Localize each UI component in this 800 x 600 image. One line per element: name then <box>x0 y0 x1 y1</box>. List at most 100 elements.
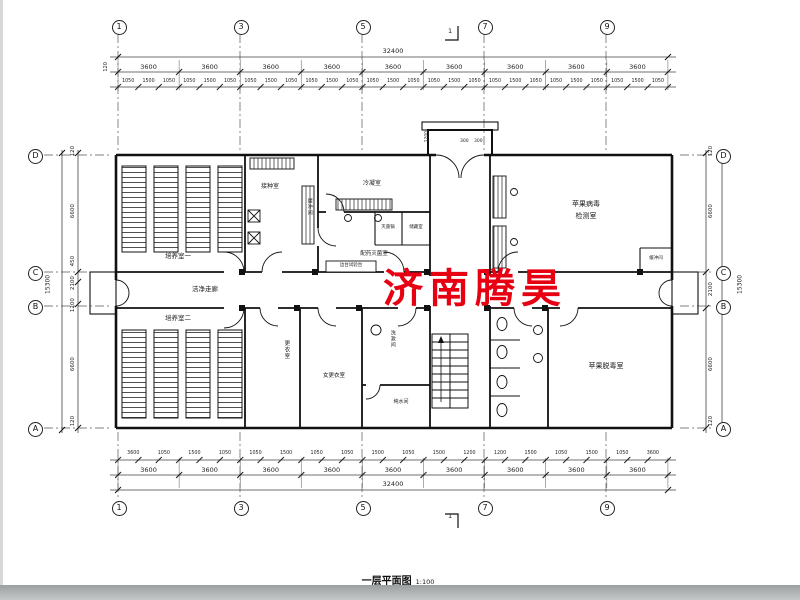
room-label-corridor: 洁净走廊 <box>192 285 218 293</box>
room-label-condensation: 冷凝室 <box>362 180 382 187</box>
axis-bubble-bottom-3: 3 <box>233 501 249 516</box>
room-label-inoculation: 接种室 <box>260 183 280 190</box>
toilet-fixtures <box>496 317 543 417</box>
dim-right-seg-6600a: 6600 <box>707 204 714 219</box>
room-label-storage: 储藏室 <box>409 225 423 230</box>
dimension-value: 1050 <box>157 451 170 456</box>
company-watermark: 济南腾昊 <box>383 266 567 312</box>
grid-axis-lines <box>44 34 714 500</box>
dim-top-edge: 120 <box>103 62 110 72</box>
dimension-value: 1050 <box>529 79 542 84</box>
dimension-value: 3600 <box>140 466 157 474</box>
dimension-value: 1050 <box>549 79 563 84</box>
axis-bubble-top-7: 7 <box>477 20 493 35</box>
dimension-value: 3600 <box>201 63 218 71</box>
dimension-value: 3600 <box>506 466 524 474</box>
dim-left-seg-1200: 1200 <box>69 298 76 313</box>
drawing-title: 一层平面图 <box>361 576 412 587</box>
dimension-value: 3600 <box>201 466 218 474</box>
dim-left-seg-2100: 2100 <box>69 276 76 291</box>
axis-bubble-top-3: 3 <box>233 20 249 35</box>
dimension-value: 3600 <box>629 63 646 71</box>
page-bottom-strip <box>0 585 800 600</box>
dimension-value: 1050 <box>468 79 481 84</box>
dimension-value: 1200 <box>493 451 507 456</box>
dimension-value: 1050 <box>122 79 135 84</box>
dimension-value: 1500 <box>203 79 216 84</box>
dimension-value: 1500 <box>279 451 293 456</box>
axis-bubble-top-1: 1 <box>111 20 127 35</box>
dimension-value: 1050 <box>366 79 379 84</box>
dimension-value: 1500 <box>386 79 400 84</box>
room-label-virus-line2: 检测室 <box>575 212 597 220</box>
dim-top-subdivisions: 1050 1500 1050 1050 1500 1050 1050 1500 1050 1050… <box>118 79 668 84</box>
room-label-buffer-left: 缓冲间 <box>306 198 313 216</box>
dim-right-seg-120a: 120 <box>707 145 714 157</box>
dimension-lines <box>58 53 726 494</box>
dimension-value: 1500 <box>142 79 155 84</box>
dim-right-overall: 15300 <box>736 274 744 294</box>
axis-bubble-bottom-9: 9 <box>599 501 615 516</box>
dimension-value: 3600 <box>127 451 140 456</box>
dim-bottom-overall: 32400 <box>382 480 404 488</box>
dimension-value: 1050 <box>555 451 568 456</box>
dim-left-seg-6600b: 6600 <box>69 357 76 372</box>
axis-bubble-right-b: B <box>716 299 731 315</box>
axis-bubble-left-a: A <box>28 421 43 437</box>
axis-bubble-bottom-1: 1 <box>111 501 127 516</box>
dimension-value: 3600 <box>646 451 659 456</box>
dimension-value: 1050 <box>427 79 440 84</box>
room-label-buffer-right: 缓冲间 <box>649 256 663 261</box>
room-label-culture1: 培养室一 <box>165 252 191 260</box>
walls-thin <box>89 121 699 397</box>
dimension-value: 1500 <box>585 451 598 456</box>
dimension-value: 1050 <box>341 451 354 456</box>
dimension-value: 1500 <box>188 451 201 456</box>
culture-racks <box>121 165 243 419</box>
section-marker-bottom: 1 <box>448 512 453 520</box>
dimension-value: 1500 <box>432 451 446 456</box>
axis-bubble-right-c: C <box>716 265 731 281</box>
dimension-value: 3600 <box>568 466 585 474</box>
dim-entrance-step-1: 300 <box>460 139 469 144</box>
label-bench-counter: 边台试验台 <box>339 263 363 268</box>
lab-benches <box>247 157 518 336</box>
dimension-value: 1500 <box>325 79 339 84</box>
dim-entrance-depth: 1200 <box>424 130 430 143</box>
dimension-value: 3600 <box>384 63 402 71</box>
room-label-washing: 洗漱间 <box>389 330 396 348</box>
axis-bubble-bottom-7: 7 <box>477 501 493 516</box>
dimension-value: 1050 <box>616 451 629 456</box>
dim-left-seg-120b: 120 <box>69 415 76 427</box>
dimension-value: 1500 <box>631 79 644 84</box>
dimension-value: 1500 <box>509 79 522 84</box>
dim-right-seg-120b: 120 <box>707 415 714 427</box>
dimension-value: 1050 <box>244 79 257 84</box>
room-label-virus-line1: 苹果病毒 <box>572 200 600 208</box>
dimension-value: 1050 <box>223 79 237 84</box>
room-label-pure-water: 纯水间 <box>393 399 409 405</box>
dimension-value: 3600 <box>629 466 646 474</box>
room-label-culture2: 培养室二 <box>165 314 191 322</box>
dim-left-seg-6600a: 6600 <box>69 204 76 219</box>
axis-bubble-left-b: B <box>28 299 43 315</box>
dimension-value: 1050 <box>611 79 624 84</box>
room-label-detox: 苹果脱毒室 <box>588 362 624 370</box>
dimension-value: 1050 <box>218 451 232 456</box>
dimension-value: 1050 <box>651 79 665 84</box>
dimension-value: 3600 <box>140 63 157 71</box>
column-markers <box>239 269 643 311</box>
drawing-scale: 1:100 <box>415 578 435 586</box>
staircase <box>431 333 469 409</box>
dimension-value: 1050 <box>407 79 420 84</box>
room-label-women-changing: 女更衣室 <box>322 373 346 379</box>
dimension-value: 1050 <box>310 451 323 456</box>
dim-left-seg-450: 450 <box>69 255 76 267</box>
dimension-value: 1500 <box>570 79 583 84</box>
dimension-value: 3600 <box>323 466 341 474</box>
dim-right-seg-2100: 2100 <box>707 282 714 297</box>
dim-left-overall: 15300 <box>44 274 52 294</box>
dimension-value: 1500 <box>264 79 277 84</box>
